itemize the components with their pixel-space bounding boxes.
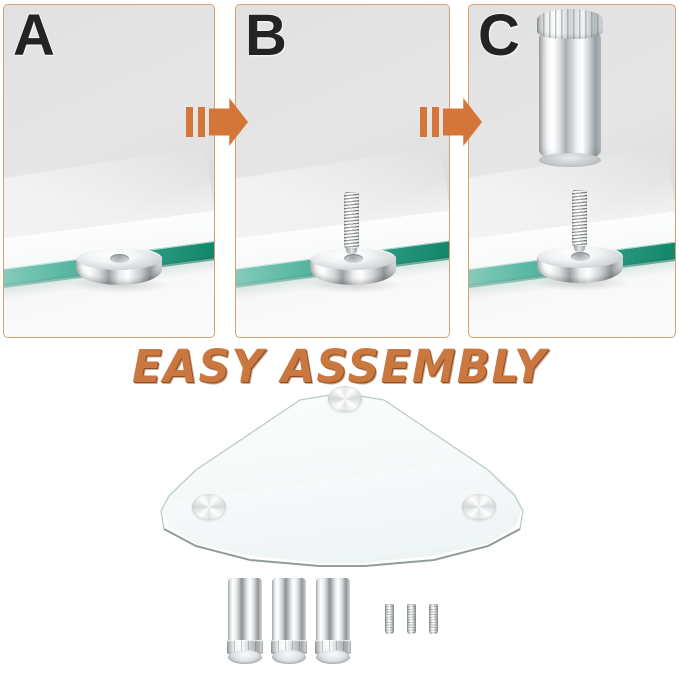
headline-easy-assembly: EASY ASSEMBLY [131,340,548,393]
stud-threads [572,190,587,248]
mounting-hole-ring [192,494,226,520]
threaded-stud [572,190,587,252]
shelf-glass-plate [161,392,523,563]
chrome-standoff-barrel [537,9,603,167]
hardware-threaded-stud [407,604,416,634]
mounting-hole-ring [328,386,362,412]
standoff-base-face [272,650,306,664]
barrel-body [539,34,601,162]
stud-threads [344,192,359,250]
arrow-head [443,98,482,146]
step-panel-c: C Tall chrome standoff barrel lowered on… [468,4,676,338]
hardware-threaded-stud [385,604,394,634]
standoff-body [316,578,350,648]
stud-threads [385,604,394,634]
step-letter-b: B [245,4,287,68]
hero-shelf-description: Triangular corner glass shelf with three… [150,392,151,393]
hardware-standoff [271,578,307,664]
included-hardware-row: Chrome standoff barrels Threaded studs [0,578,679,674]
standoff-base-face [316,650,350,664]
mounting-hole-ring [462,494,496,520]
step-b-description: Threaded stud screwed into the chrome di… [236,5,237,6]
disc-base-threaded-hole [570,252,590,261]
standoff-base-face [228,650,262,664]
barrel-bottom-face [539,153,601,167]
threaded-stud [344,192,359,254]
stud-tip [574,246,585,252]
arrow-head [209,98,248,146]
barrel-knurled-cap [537,9,603,39]
arrow-right-icon-b-to-c [420,98,482,146]
step-panel-a: A Chrome disc base mounted flush on the … [3,4,215,338]
chrome-disc-base [306,247,402,293]
shelf-mounting-hole-left [192,494,226,520]
disc-base-threaded-hole [109,254,129,263]
hardware-standoff [227,578,263,664]
chrome-disc-base [533,245,629,291]
arrow-motion-bar [198,107,205,137]
standoff-body [228,578,262,648]
stud-threads [407,604,416,634]
shelf-mounting-hole-right [462,494,496,520]
arrow-right-icon-a-to-b [186,98,248,146]
hardware-threaded-stud [429,604,438,634]
standoff-body [272,578,306,648]
stud-tip [346,248,357,254]
step-letter-a: A [13,4,55,68]
arrow-motion-bar [186,107,193,137]
disc-base-threaded-hole [343,254,363,263]
stud-threads [429,604,438,634]
hardware-standoff [315,578,351,664]
shelf-mounting-hole-top [328,386,362,412]
step-c-description: Tall chrome standoff barrel lowered onto… [469,5,470,6]
arrow-motion-bar [420,107,427,137]
screw-group-label: Threaded studs [0,578,1,579]
assembly-steps-row: A Chrome disc base mounted flush on the … [3,4,676,338]
hero-corner-glass-shelf: Triangular corner glass shelf with three… [150,386,534,570]
step-letter-c: C [478,4,520,68]
chrome-disc-base [72,247,168,293]
step-a-description: Chrome disc base mounted flush on the gr… [4,5,5,6]
arrow-motion-bar [432,107,439,137]
step-panel-b: B Threaded stud screwed into the chrome … [235,4,450,338]
standoff-group-label: Chrome standoff barrels [0,578,1,579]
